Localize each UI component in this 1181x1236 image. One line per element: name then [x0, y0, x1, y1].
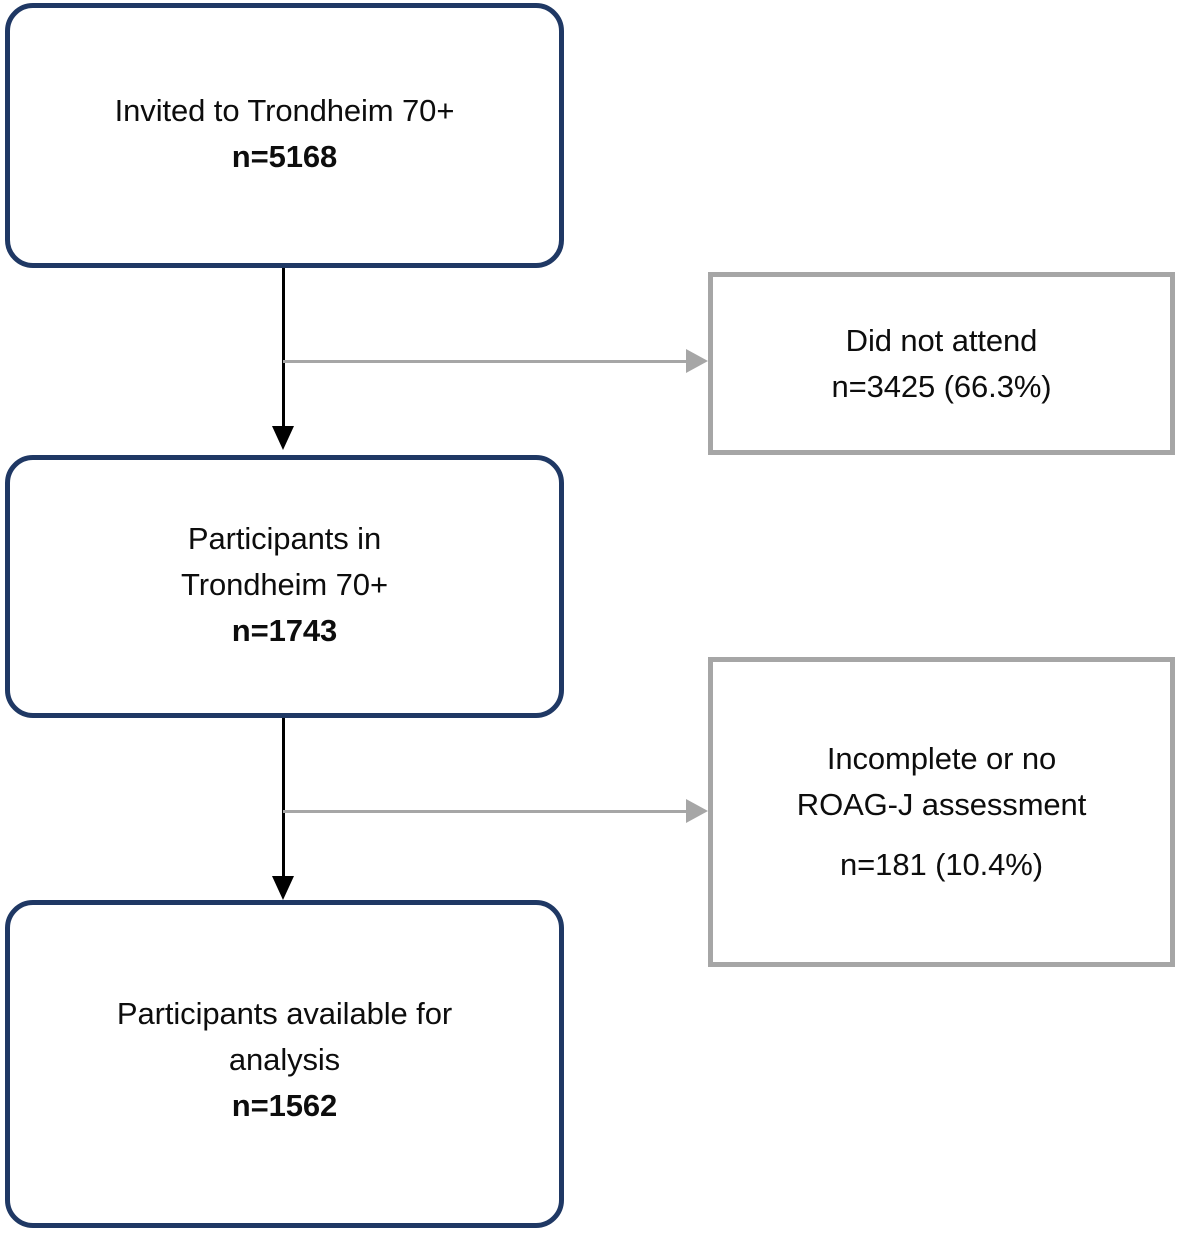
node-did-not-attend: Did not attend n=3425 (66.3%) — [708, 272, 1175, 455]
node-incomplete-roag-line-2: ROAG-J assessment — [796, 787, 1087, 822]
node-did-not-attend-line-1: Did not attend — [845, 322, 1038, 358]
connector-invited-to-participants-line — [282, 268, 285, 426]
connector-branch-incomplete-roag-line — [283, 810, 686, 813]
connector-participants-to-analysis-arrowhead — [272, 876, 294, 900]
node-incomplete-roag-assessment: Incomplete or no ROAG-J assessment n=181… — [708, 657, 1175, 967]
node-analysis-text-block: Participants available for analysis n=15… — [117, 991, 452, 1129]
node-invited-line-1: Invited to Trondheim 70+ — [114, 92, 455, 128]
connector-participants-to-analysis-line — [282, 718, 285, 876]
node-did-not-attend-count: n=3425 (66.3%) — [831, 368, 1052, 404]
connector-invited-to-participants-arrowhead — [272, 426, 294, 450]
node-invited-count: n=5168 — [231, 138, 338, 174]
node-analysis-line-2: analysis — [228, 1042, 341, 1077]
node-invited-text-block: Invited to Trondheim 70+ n=5168 — [115, 88, 455, 180]
node-analysis-line-1: Participants available for — [116, 996, 453, 1031]
connector-branch-did-not-attend-arrowhead — [686, 349, 708, 373]
node-incomplete-roag-text-block: Incomplete or no ROAG-J assessment n=181… — [796, 736, 1087, 888]
connector-branch-incomplete-roag-arrowhead — [686, 799, 708, 823]
node-participants-line-2: Trondheim 70+ — [181, 566, 388, 602]
node-participants-available-for-analysis: Participants available for analysis n=15… — [5, 900, 564, 1228]
node-analysis-count: n=1562 — [231, 1088, 338, 1123]
node-participants-in-trondheim: Participants in Trondheim 70+ n=1743 — [5, 455, 564, 718]
node-invited-to-trondheim: Invited to Trondheim 70+ n=5168 — [5, 3, 564, 268]
node-participants-line-1: Participants in — [187, 520, 382, 556]
connector-branch-did-not-attend-line — [283, 360, 686, 363]
node-participants-text-block: Participants in Trondheim 70+ n=1743 — [181, 516, 388, 654]
node-did-not-attend-text-block: Did not attend n=3425 (66.3%) — [831, 318, 1051, 410]
node-participants-count: n=1743 — [231, 612, 338, 648]
node-incomplete-roag-line-1: Incomplete or no — [826, 741, 1057, 776]
node-incomplete-roag-count: n=181 (10.4%) — [840, 847, 1043, 882]
